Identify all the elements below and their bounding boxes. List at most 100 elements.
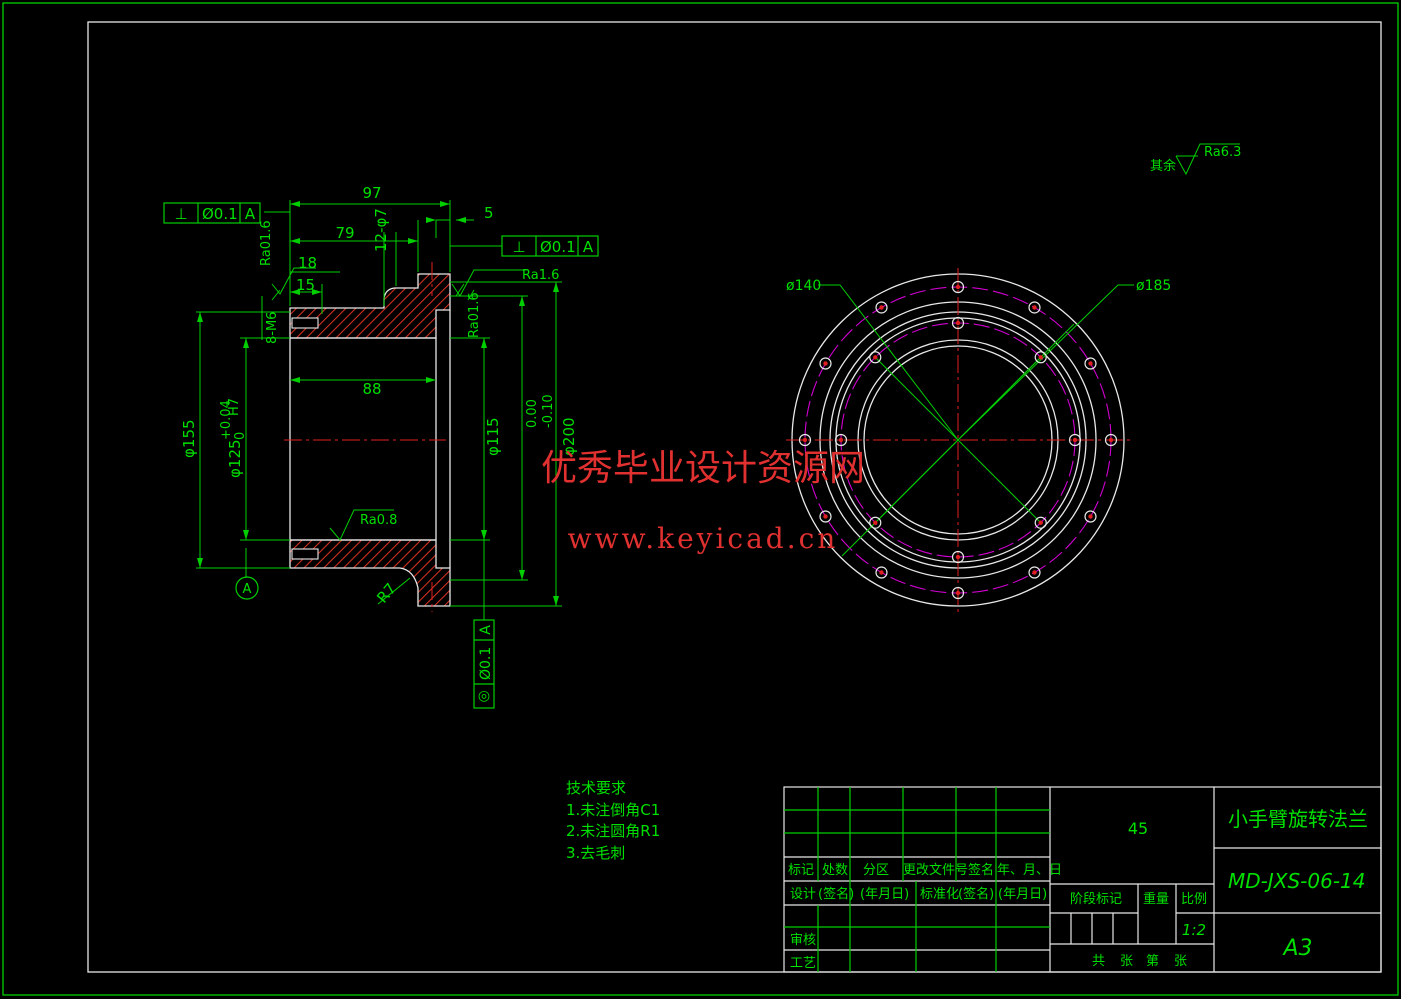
tech-item-1: 1.未注倒角C1 (566, 801, 660, 819)
tb-mark: 标记 (788, 863, 814, 878)
gdt-2-tol: Ø0.1 (540, 238, 576, 256)
centre-lines (284, 262, 446, 612)
tb-sheet-word: 张 (1174, 954, 1187, 969)
bolt-hole-inner (951, 316, 965, 330)
gdt-1-tol: Ø0.1 (202, 205, 238, 223)
bolt-hole-inner-center (838, 437, 844, 443)
dim-18: 18 (298, 254, 317, 272)
bolt-hole-outer-center (1088, 361, 1093, 366)
bolt-hole-inner-center (1038, 520, 1043, 525)
bolt-hole-outer-center (1032, 570, 1037, 575)
bolt-hole-outer-center (802, 437, 808, 443)
gdt-frame-1 (163, 202, 261, 224)
datum-a-label: A (243, 582, 252, 597)
dim-8-m6: 8-M6 (265, 312, 280, 344)
dim-r7: R7 (373, 580, 400, 607)
section-view: 97 5 79 12-φ7 18 15 88 8-M6 φ155 φ125 +0… (163, 143, 1241, 709)
bolt-hole-outer (1084, 510, 1097, 523)
bolt-hole-outer (951, 280, 965, 294)
tb-scale: 1:2 (1182, 921, 1206, 939)
tb-std-date: (年月日) (998, 887, 1047, 902)
bolt-hole-outer (798, 433, 812, 447)
bolt-hole-outer (875, 301, 888, 314)
arrow-heads (197, 201, 559, 606)
dim-15: 15 (296, 276, 315, 294)
tb-scale-label: 比例 (1181, 892, 1207, 907)
tech-item-2: 2.未注圆角R1 (566, 822, 660, 840)
bolt-hole-inner (1034, 516, 1047, 529)
gdt-2-symbol: ⊥ (512, 238, 525, 256)
tech-title: 技术要求 (566, 779, 626, 797)
bolt-hole-inner (869, 351, 882, 364)
bolt-hole-inner-center (1038, 355, 1043, 360)
roughness-4: Ra0.8 (360, 513, 397, 528)
dim-200-tol-low: -0.10 (541, 394, 556, 428)
tb-process: 工艺 (790, 956, 816, 971)
bolt-hole-inner-center (955, 554, 961, 560)
roughness-2: Ra1.6 (522, 268, 559, 283)
dim-79: 79 (335, 224, 354, 242)
tb-review: 审核 (790, 933, 816, 948)
dim-97: 97 (362, 184, 381, 202)
gdt-3-symbol: ◎ (478, 688, 490, 704)
bolt-hole-inner-center (1072, 437, 1078, 443)
dim-125-tol-up: +0.04 (219, 400, 234, 440)
tb-design-sign: (签名) (818, 886, 854, 902)
tech-item-3: 3.去毛刺 (566, 844, 625, 862)
center-diagonals (818, 284, 1134, 557)
dim-phi140: ø140 (786, 278, 821, 294)
tb-sheets: 张 (1120, 954, 1133, 969)
tb-zone: 分区 (863, 863, 889, 878)
roughness-3: Ra01.6 (467, 292, 482, 338)
bolt-hole-outer-center (823, 361, 828, 366)
dimension-lines (196, 143, 1240, 620)
watermark-line1: 优秀毕业设计资源网 (541, 448, 865, 489)
bolt-hole-outer (819, 510, 832, 523)
bolt-hole-outer-center (1108, 437, 1114, 443)
dim-200-tol-up: 0.00 (525, 399, 540, 428)
bolt-hole-outer (1028, 566, 1041, 579)
bolt-hole-inner-center (873, 355, 878, 360)
front-view: ø140 ø185 (786, 268, 1171, 612)
dim-5: 5 (484, 204, 494, 222)
bolt-hole-inner (834, 433, 848, 447)
bolt-hole-outer-center (879, 305, 884, 310)
part-outline (289, 310, 451, 568)
gdt-1-symbol: ⊥ (174, 205, 187, 223)
bolt-hole-outer (1104, 433, 1118, 447)
datum-a (235, 576, 259, 600)
dim-phi125: φ125 (226, 439, 244, 478)
dim-125-tol-low: 0 (233, 432, 248, 440)
bolt-hole-outer-center (879, 570, 884, 575)
tb-drawing-no: MD-JXS-06-14 (1228, 869, 1366, 893)
bolt-hole-outer-center (955, 590, 961, 596)
tb-change-doc: 更改文件号 (903, 863, 968, 878)
gdt-1-datum: A (245, 205, 256, 223)
gdt-3-tol: Ø0.1 (478, 647, 494, 680)
dim-12-phi7: 12-φ7 (372, 208, 390, 252)
dim-phi155: φ155 (180, 419, 198, 458)
bolt-hole-outer-center (1032, 305, 1037, 310)
title-block: 标记 处数 分区 更改文件号 签名 年、月、日 设计 (签名) (年月日) 标准… (783, 786, 1382, 973)
dim-88: 88 (362, 380, 381, 398)
tech-requirements: 技术要求 1.未注倒角C1 2.未注圆角R1 3.去毛刺 (566, 779, 660, 862)
bolt-hole-outer (819, 357, 832, 370)
bolt-hole-inner (1068, 433, 1082, 447)
bolt-holes (798, 280, 1118, 600)
bolt-hole-outer-center (823, 514, 828, 519)
bolt-hole-inner (1034, 351, 1047, 364)
tb-date: 年、月、日 (997, 863, 1062, 878)
tb-number: 第 (1146, 954, 1159, 969)
tb-sign: 签名 (968, 862, 994, 878)
tb-total: 共 (1092, 954, 1105, 969)
bolt-hole-outer-center (955, 284, 961, 290)
thread-holes (291, 317, 319, 560)
dim-125-fit: H7 (227, 398, 242, 416)
tb-count: 处数 (822, 863, 848, 878)
watermark: 优秀毕业设计资源网 www.keyicad.cn (541, 448, 865, 555)
bolt-hole-outer (951, 586, 965, 600)
bolt-hole-inner-center (873, 520, 878, 525)
gdt-frame-2 (501, 235, 599, 257)
bolt-hole-outer-center (1088, 514, 1093, 519)
